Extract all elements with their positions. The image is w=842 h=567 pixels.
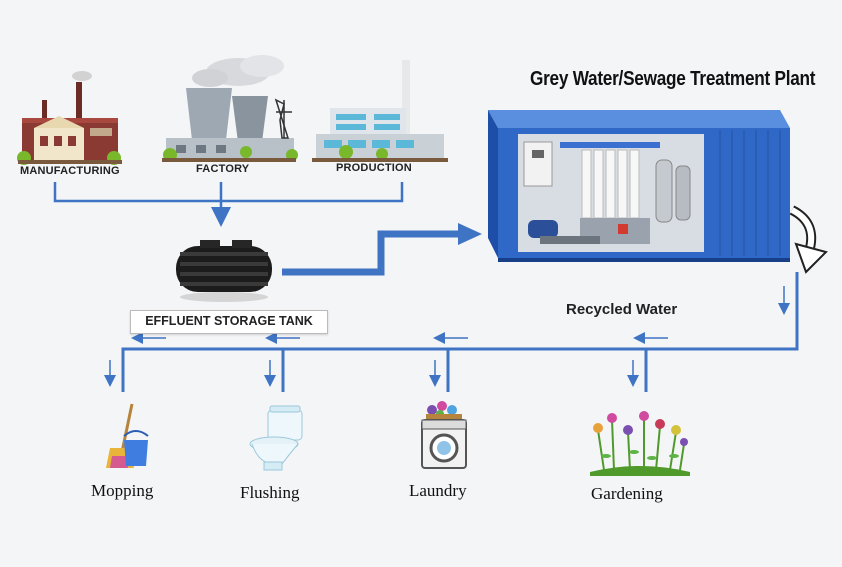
treatment-plant-container-icon bbox=[488, 110, 790, 262]
flow-arrows bbox=[104, 286, 790, 387]
source-label-manufacturing: MANUFACTURING bbox=[20, 165, 120, 177]
source-collection-pipe bbox=[53, 182, 404, 227]
recycled-water-label: Recycled Water bbox=[566, 301, 678, 318]
use-label-laundry: Laundry bbox=[409, 481, 467, 500]
source-label-production: PRODUCTION bbox=[336, 162, 412, 174]
source-label-factory: FACTORY bbox=[196, 163, 250, 175]
distribution-pipe bbox=[121, 272, 799, 392]
factory-cooling-towers-icon bbox=[162, 55, 298, 162]
plant-title: Grey Water/Sewage Treatment Plant bbox=[530, 68, 816, 90]
tank-to-plant-pipe bbox=[282, 223, 482, 276]
curved-arrow-icon bbox=[789, 205, 828, 274]
effluent-storage-tank-icon bbox=[176, 240, 272, 302]
washing-machine-icon bbox=[421, 401, 467, 469]
flowers-icon bbox=[590, 411, 690, 476]
use-label-flushing: Flushing bbox=[240, 483, 300, 502]
tank-label: EFFLUENT STORAGE TANK bbox=[145, 314, 313, 328]
manufacturing-building-icon bbox=[17, 71, 122, 165]
use-label-gardening: Gardening bbox=[591, 484, 663, 503]
mop-bucket-icon bbox=[106, 403, 149, 468]
use-label-mopping: Mopping bbox=[91, 481, 154, 500]
tank-label-box: EFFLUENT STORAGE TANK bbox=[130, 310, 328, 334]
production-building-icon bbox=[312, 60, 448, 162]
toilet-icon bbox=[249, 405, 303, 471]
